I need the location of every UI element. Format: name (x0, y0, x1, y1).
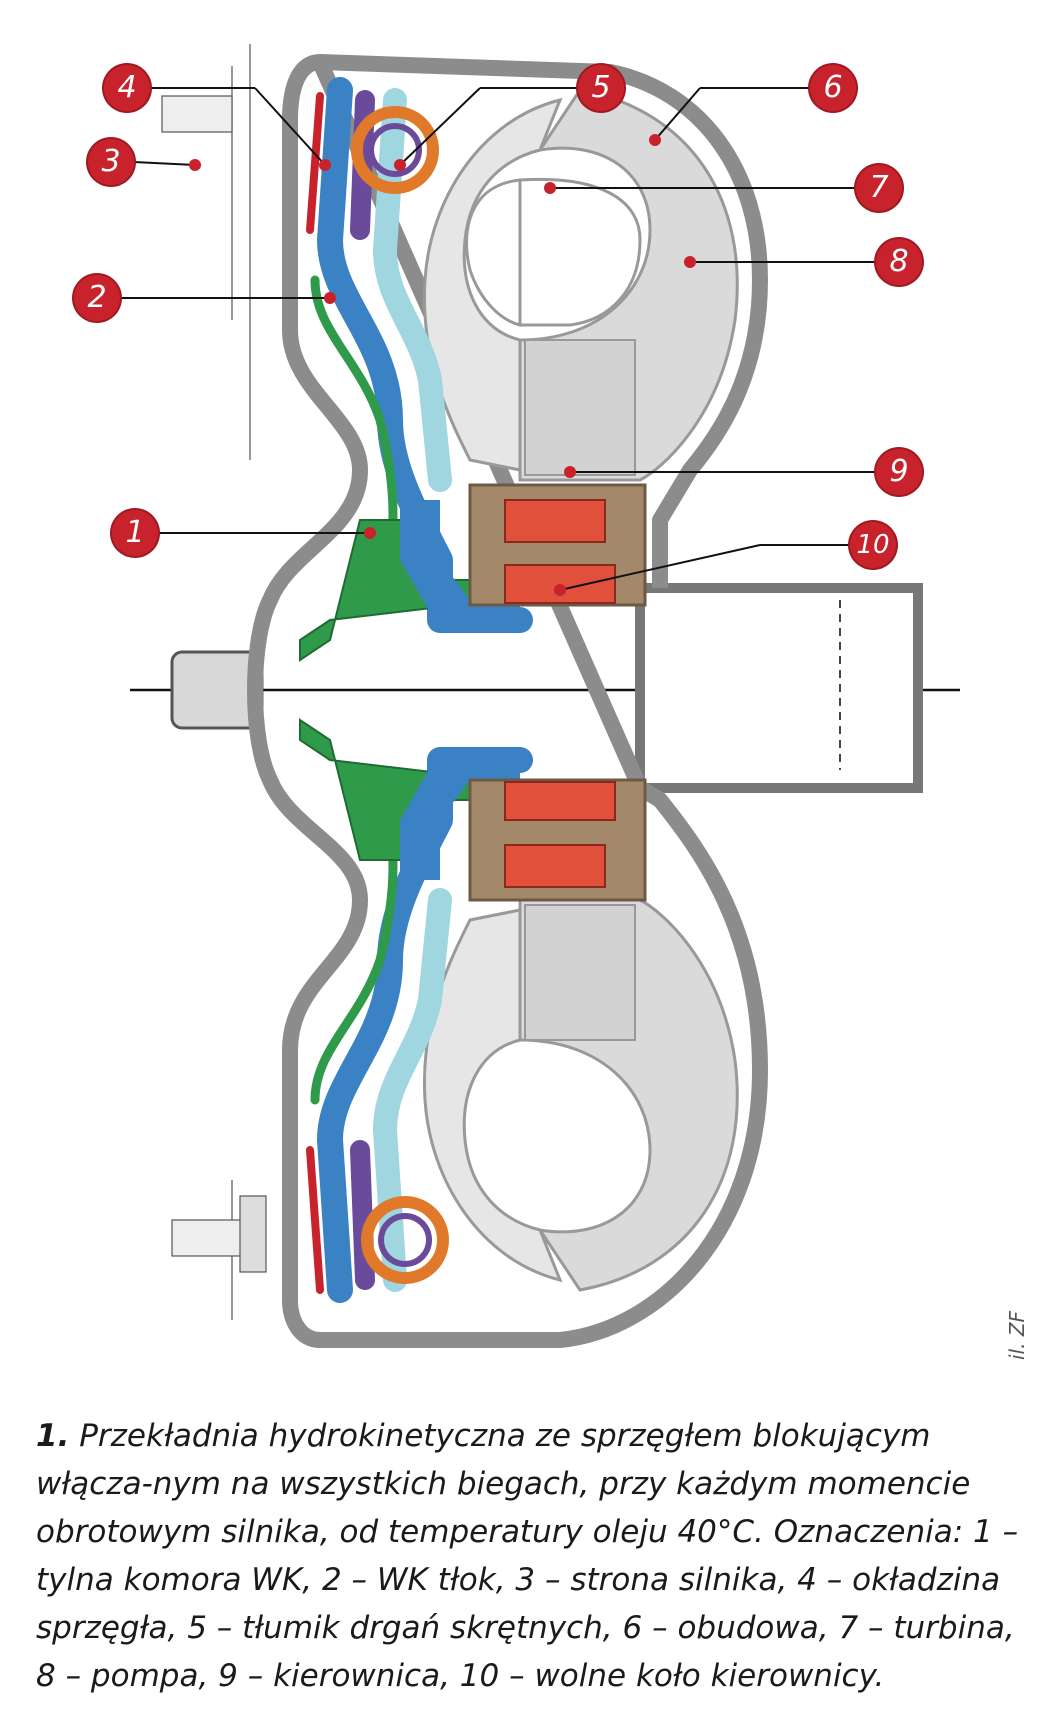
marker-3: 3 (88, 139, 134, 185)
marker-7: 7 (856, 165, 902, 211)
housing (247, 54, 768, 1348)
construction-lines (161, 44, 267, 1320)
marker-1: 1 (112, 510, 158, 556)
marker-4: 4 (104, 65, 150, 111)
lower-torus (422, 898, 739, 1292)
illustration-credit: il. ZF (1005, 1310, 1029, 1360)
marker-9: 9 (876, 449, 922, 495)
upper-torus (422, 88, 739, 482)
torque-converter-diagram (116, 44, 960, 1348)
marker-10: 10 (850, 522, 896, 568)
hub (299, 500, 520, 880)
stator (468, 483, 647, 902)
marker-2: 2 (74, 275, 120, 321)
marker-8: 8 (876, 239, 922, 285)
caption-text: Przekładnia hydrokinetyczna ze sprzęgłem… (36, 1418, 1019, 1694)
caption-number: 1. (36, 1418, 70, 1454)
leader-lines (116, 87, 880, 591)
output-shaft (170, 583, 923, 793)
figure-caption: 1. Przekładnia hydrokinetyczna ze sprzęg… (36, 1412, 1026, 1700)
marker-6: 6 (810, 65, 856, 111)
leader-dots (189, 134, 696, 596)
marker-5: 5 (578, 65, 624, 111)
